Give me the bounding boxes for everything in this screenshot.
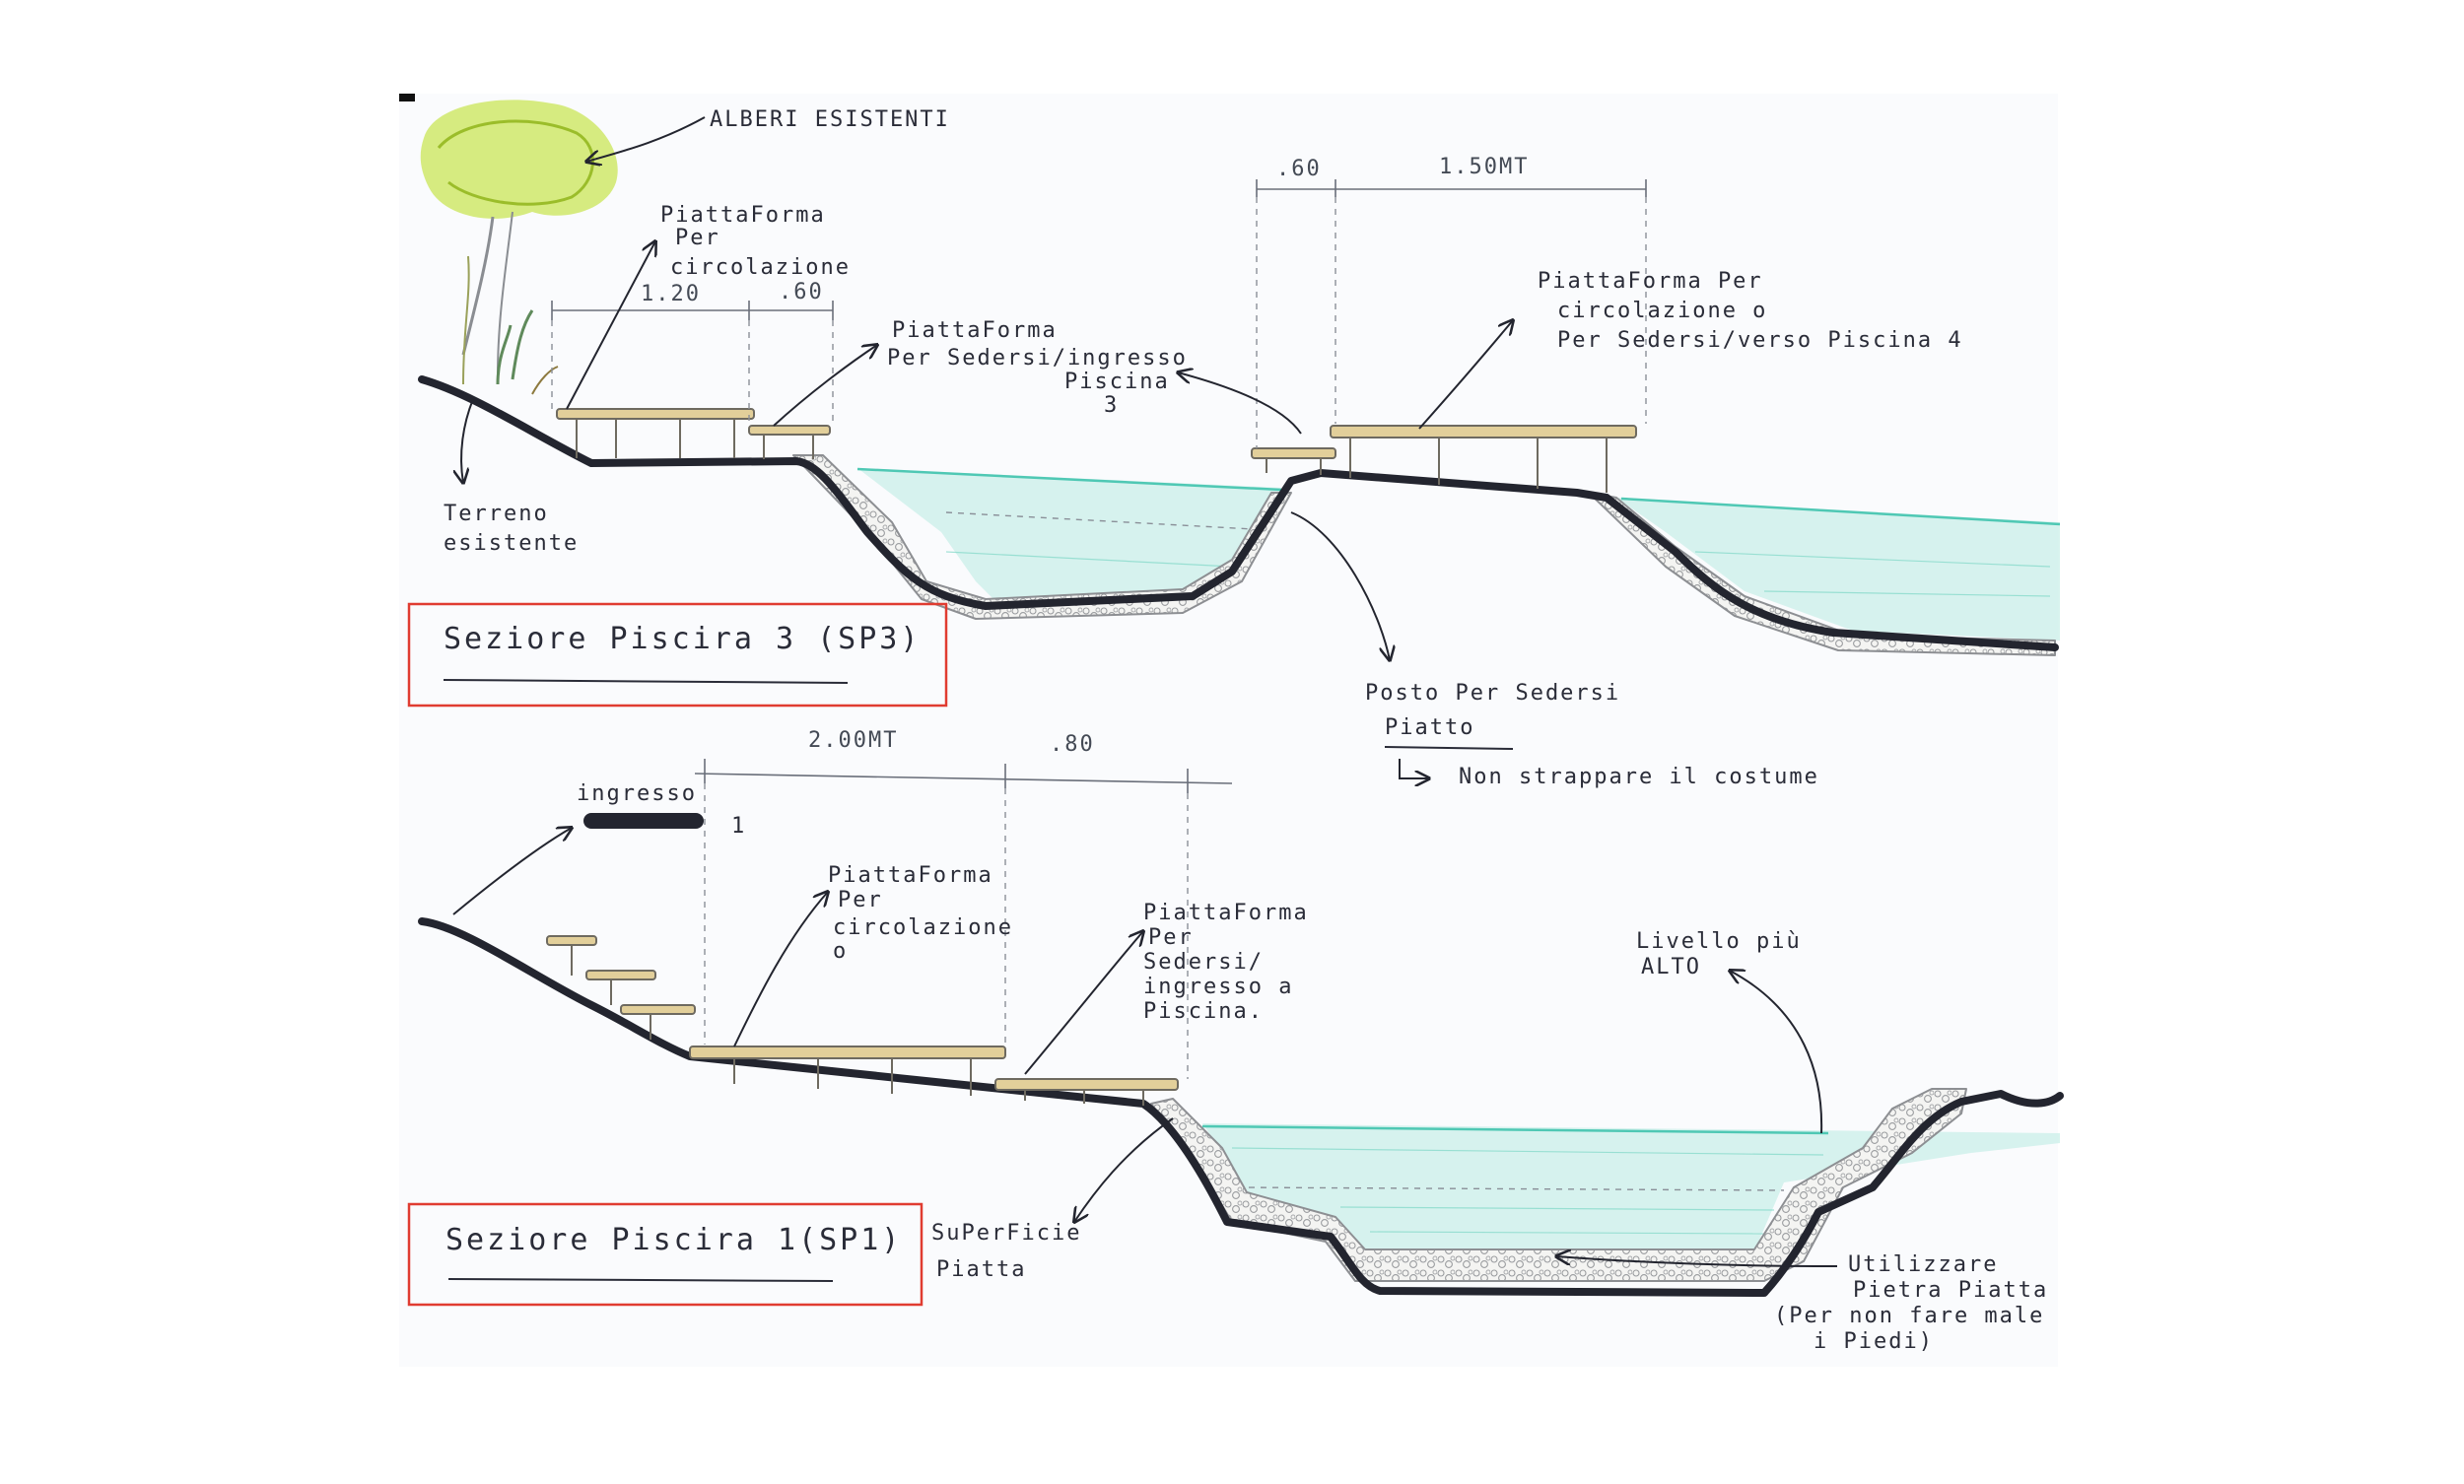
deck-circulation-bottom — [689, 1046, 1179, 1106]
label-b-platform-circ-1: PiattaForma — [828, 863, 993, 888]
label-b-platform-circ-2: Per — [838, 888, 883, 912]
label-platform-circulation-3: circolazione — [670, 255, 851, 280]
dim-top-right-1-50: 1.50MT — [1439, 155, 1529, 179]
top-section: 1.20 .60 .60 1.50MT ALBERI ESISTENTI Pia… — [407, 100, 2061, 789]
bottom-section: 2.00MT .80 ingresso 1 PiattaForma Per ci… — [407, 728, 2064, 1354]
label-platform-circulation-2: Per — [675, 226, 720, 250]
dim-top-right-0-60: .60 — [1276, 157, 1322, 181]
label-seat-flat-3: Non strappare il costume — [1459, 765, 1819, 789]
deck-steps-bottom — [546, 935, 696, 1040]
label-terrain-2: esistente — [444, 531, 579, 556]
label-seat-flat-1: Posto Per Sedersi — [1365, 681, 1620, 706]
title-section-sp1: Seziore Piscira 1(SP1) — [445, 1223, 902, 1257]
label-b-platform-circ-3: circolazione — [833, 915, 1013, 940]
label-b-platform-circ-4: o — [833, 939, 848, 964]
title-section-sp3: Seziore Piscira 3 (SP3) — [444, 622, 921, 656]
corner-mark — [399, 94, 415, 101]
label-platform-seat-1: PiattaForma — [892, 318, 1058, 343]
label-platform-right-1: PiattaForma Per — [1538, 269, 1763, 294]
label-seat-flat-2: Piatto — [1385, 715, 1474, 740]
label-platform-right-3: Per Sedersi/verso Piscina 4 — [1557, 328, 1963, 353]
entrance-marker — [583, 813, 704, 829]
label-b-platform-seat-2: Per — [1148, 925, 1194, 950]
label-b-platform-seat-4: ingresso a — [1143, 975, 1293, 999]
label-existing-trees: ALBERI ESISTENTI — [710, 107, 950, 132]
deck-circulation-top — [556, 408, 831, 459]
title-box-sp3 — [407, 602, 948, 708]
label-b-platform-seat-5: Piscina. — [1143, 999, 1264, 1024]
label-highest-level-1: Livello più — [1636, 929, 1802, 954]
label-flat-stone-3: (Per non fare male — [1774, 1304, 2044, 1328]
label-flat-stone-2: Pietra Piatta — [1853, 1278, 2048, 1303]
dim-top-0-60: .60 — [779, 280, 824, 304]
label-platform-seat-2: Per Sedersi/ingresso — [887, 346, 1188, 371]
title-box-sp1 — [407, 1202, 924, 1307]
label-flat-stone-4: i Piedi) — [1814, 1329, 1934, 1354]
label-entrance: ingresso — [577, 781, 697, 806]
label-flat-stone-1: Utilizzare — [1848, 1252, 1998, 1277]
label-platform-right-2: circolazione o — [1557, 299, 1767, 323]
label-flat-surface-2: Piatta — [936, 1257, 1026, 1282]
dim-bottom-2-00: 2.00MT — [808, 728, 898, 753]
label-platform-seat-3: Piscina — [1064, 370, 1170, 394]
label-terrain-1: Terreno — [444, 502, 549, 526]
deck-seat-right — [1251, 425, 1637, 493]
label-flat-surface-1: SuPerFicie — [931, 1221, 1081, 1246]
dim-bottom-0-80: .80 — [1050, 732, 1095, 757]
label-entrance-number: 1 — [731, 814, 746, 839]
label-platform-seat-4: 3 — [1104, 393, 1119, 418]
label-platform-circulation-1: PiattaForma — [660, 203, 826, 228]
dim-top-1-20: 1.20 — [641, 282, 701, 306]
label-b-platform-seat-1: PiattaForma — [1143, 901, 1309, 925]
label-b-platform-seat-3: Sedersi/ — [1143, 950, 1264, 975]
label-highest-level-2: ALTO — [1641, 955, 1701, 979]
